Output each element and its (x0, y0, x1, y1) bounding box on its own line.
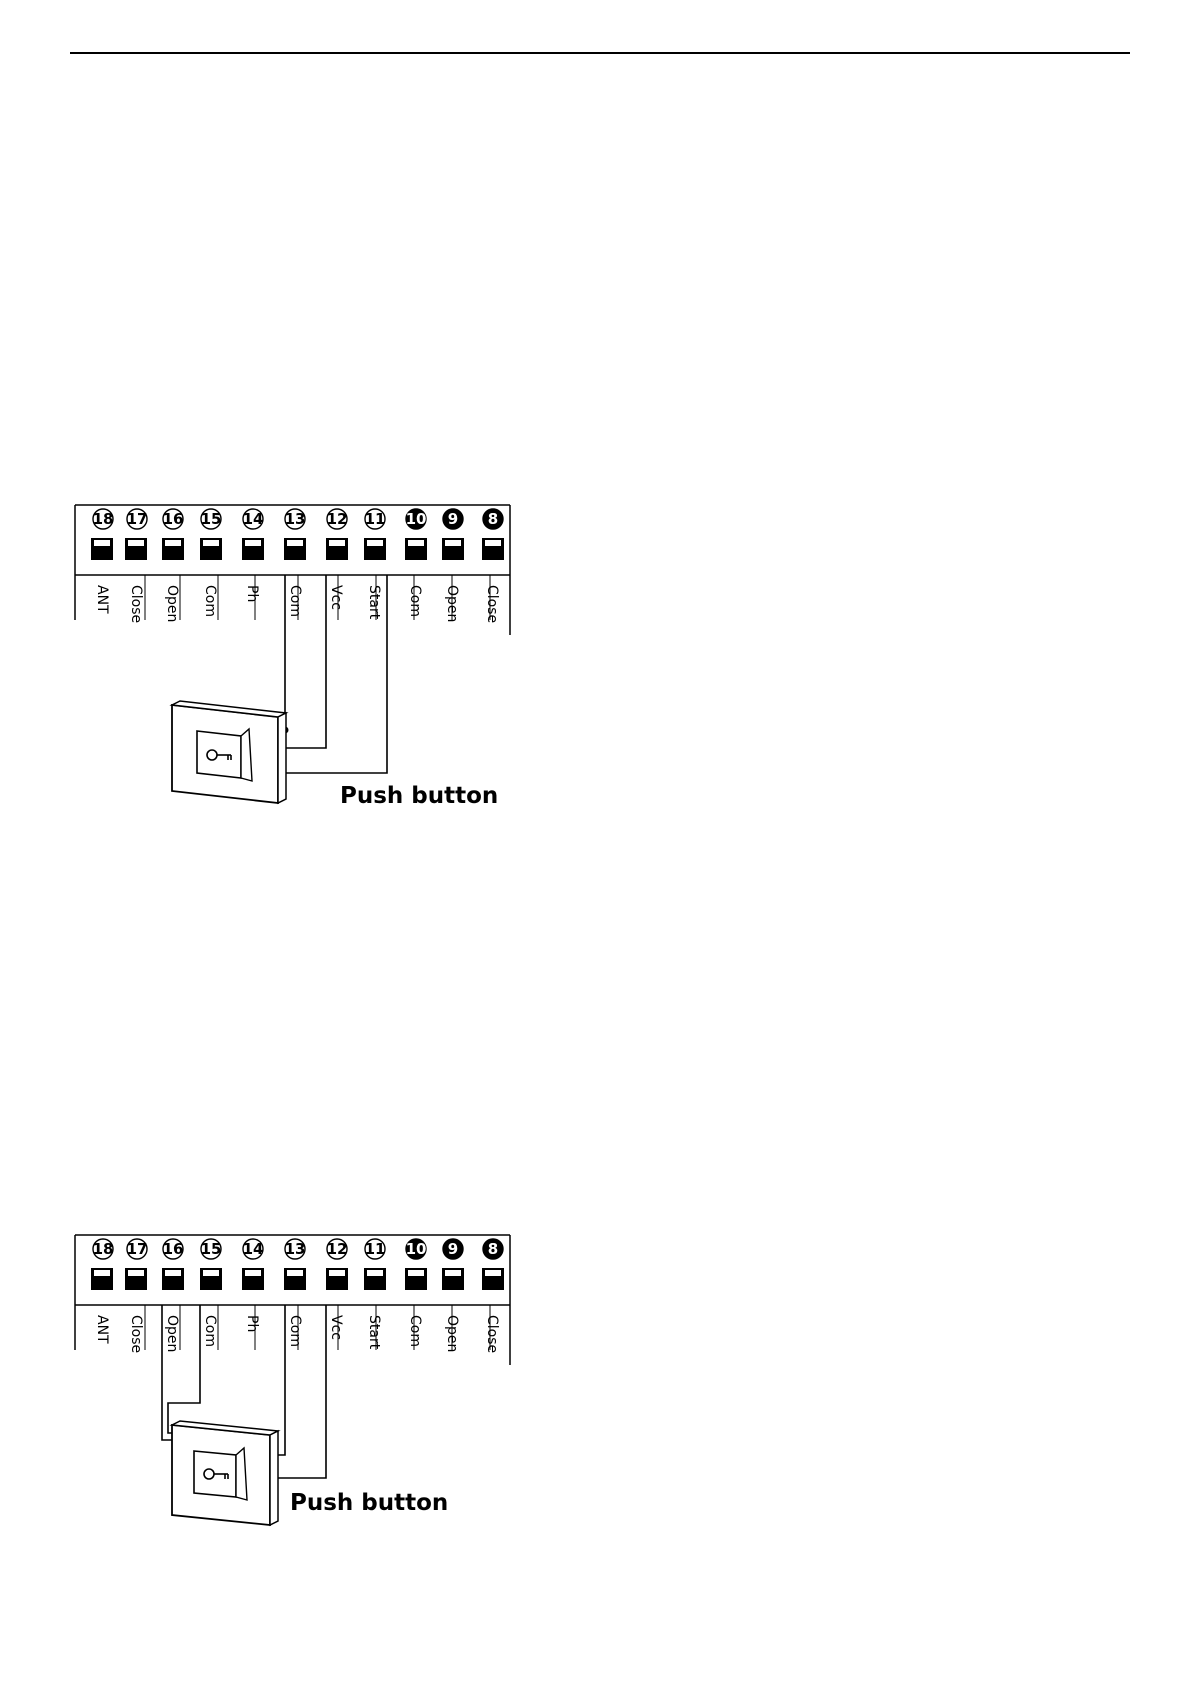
terminal-12: 12 Vcc (326, 1239, 348, 1340)
terminal-number: 9 (448, 510, 458, 528)
terminal-18: 18 ANT (91, 509, 113, 614)
terminal-number: 18 (93, 1240, 114, 1258)
terminal-number: 10 (406, 510, 427, 528)
terminal-15: 15 Com (200, 509, 222, 617)
terminal-label: Open (164, 585, 180, 622)
terminal-18: 18 ANT (91, 1239, 113, 1344)
terminal-label: Close (484, 585, 500, 623)
terminal-number: 12 (327, 1240, 348, 1258)
terminal-label: Com (287, 585, 303, 617)
terminal-number: 11 (365, 1240, 386, 1258)
terminal-label: Com (287, 1315, 303, 1347)
terminal-16: 16 Open (162, 509, 184, 622)
terminal-label: Vcc (328, 585, 344, 610)
terminal-9: 9 Open (442, 509, 464, 622)
terminal-8: 8 Close (482, 509, 504, 623)
terminal-number: 13 (285, 1240, 306, 1258)
terminal-number: 14 (243, 510, 264, 528)
terminal-label: Open (164, 1315, 180, 1352)
terminal-number: 8 (488, 510, 498, 528)
wiring-diagram-svg: 18 ANT 17 Close 16 Open 15 Com (60, 1225, 520, 1555)
terminal-10: 10 Com (405, 509, 427, 617)
terminal-number: 15 (201, 510, 222, 528)
terminal-number: 9 (448, 1240, 458, 1258)
terminal-label: Start (366, 1315, 382, 1350)
terminal-17: 17 Close (125, 509, 147, 623)
terminal-number: 17 (127, 1240, 148, 1258)
terminal-number: 15 (201, 1240, 222, 1258)
terminal-label: Close (128, 585, 144, 623)
terminal-11: 11 Start (364, 509, 386, 620)
terminal-label: ANT (94, 1315, 110, 1344)
terminal-16: 16 Open (162, 1239, 184, 1352)
terminal-label: Com (407, 1315, 423, 1347)
wiring-diagram-open: 18 ANT 17 Close 16 Open 15 Com (60, 1225, 520, 1555)
terminal-number: 8 (488, 1240, 498, 1258)
terminal-17: 17 Close (125, 1239, 147, 1353)
push-button-caption: Push button (290, 1490, 448, 1516)
terminal-label: Com (407, 585, 423, 617)
terminal-13: 13 Com (284, 1239, 306, 1347)
header-rule (70, 52, 1130, 54)
push-button-device (172, 701, 286, 803)
terminal-label: Com (202, 585, 218, 617)
wire-com (277, 575, 285, 730)
push-button-device (172, 1421, 278, 1525)
terminal-number: 16 (163, 1240, 184, 1258)
terminal-14: 14 Ph (242, 1239, 264, 1332)
terminal-number: 10 (406, 1240, 427, 1258)
terminal-number: 12 (327, 510, 348, 528)
terminal-8: 8 Close (482, 1239, 504, 1353)
terminal-label: Close (484, 1315, 500, 1353)
terminal-14: 14 Ph (242, 509, 264, 602)
terminal-label: ANT (94, 585, 110, 614)
terminal-label: Open (444, 585, 460, 622)
wiring-diagram-svg: 18 ANT 17 Close 16 Open 15 Com (60, 495, 520, 825)
terminal-label: Ph (244, 585, 260, 602)
terminal-label: Close (128, 1315, 144, 1353)
terminal-12: 12 Vcc (326, 509, 348, 610)
terminal-13: 13 Com (284, 509, 306, 617)
terminal-number: 14 (243, 1240, 264, 1258)
wiring-diagram-start: 18 ANT 17 Close 16 Open 15 Com (60, 495, 520, 825)
push-button-caption: Push button (340, 783, 498, 809)
terminal-label: Start (366, 585, 382, 620)
terminal-number: 17 (127, 510, 148, 528)
terminal-number: 11 (365, 510, 386, 528)
terminal-label: Vcc (328, 1315, 344, 1340)
terminal-9: 9 Open (442, 1239, 464, 1352)
terminal-label: Com (202, 1315, 218, 1347)
terminal-number: 16 (163, 510, 184, 528)
terminal-label: Open (444, 1315, 460, 1352)
terminal-number: 18 (93, 510, 114, 528)
terminal-11: 11 Start (364, 1239, 386, 1350)
terminal-15: 15 Com (200, 1239, 222, 1347)
terminal-label: Ph (244, 1315, 260, 1332)
terminal-10: 10 Com (405, 1239, 427, 1347)
terminal-number: 13 (285, 510, 306, 528)
